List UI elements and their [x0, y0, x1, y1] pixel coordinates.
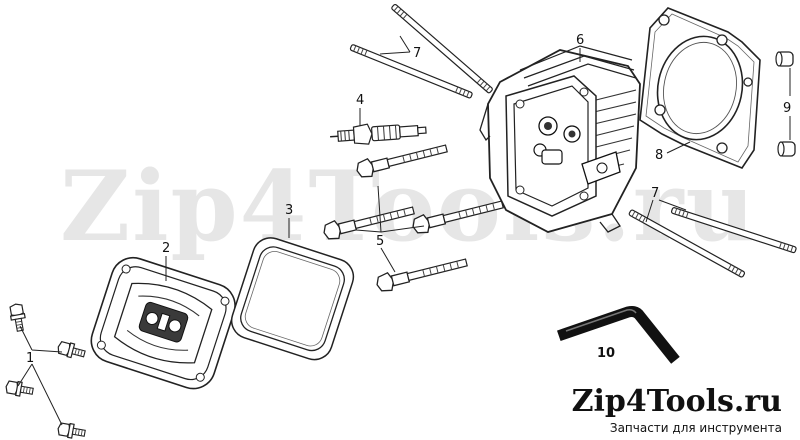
head-stud: [349, 43, 474, 100]
cover-bolt: [8, 302, 28, 333]
hex-key: [557, 306, 680, 364]
callout-3: 3: [285, 203, 293, 218]
brand-tagline: Запчасти для инструмента: [609, 421, 782, 435]
callout-5: 5: [376, 234, 384, 249]
head-bolt: [354, 139, 450, 181]
callout-8: 8: [655, 148, 663, 163]
brand-logo-text: Zip4Tools.ru: [571, 384, 782, 419]
callout-7a: 7: [413, 46, 421, 61]
leader-lines-7b: [645, 199, 687, 223]
cover-bolt: [4, 379, 35, 399]
callout-4: 4: [356, 93, 364, 108]
callout-10: 10: [597, 346, 615, 361]
callout-6: 6: [576, 33, 584, 48]
dowel-pin: [777, 141, 796, 157]
spark-plug: [330, 123, 427, 145]
watermark-text: Zip4Tools.ru: [60, 150, 758, 263]
cover-bolt: [55, 339, 87, 362]
valve-cover: [90, 256, 236, 390]
head-bolt: [410, 195, 506, 237]
cover-gasket: [230, 237, 355, 361]
callout-2: 2: [162, 241, 170, 256]
callout-9: 9: [783, 101, 791, 116]
dowel-pin: [775, 51, 794, 67]
cylinder-head: [479, 45, 641, 233]
head-bolt: [321, 201, 417, 243]
callout-7b: 7: [651, 186, 659, 201]
leader-line-8: [666, 141, 691, 154]
head-gasket: [639, 7, 761, 169]
callout-1: 1: [26, 351, 34, 366]
leader-lines-5: [355, 185, 425, 273]
head-stud: [627, 208, 746, 279]
hex-key-edge: [565, 309, 637, 332]
leader-lines-1: [17, 325, 63, 426]
leader-lines-7a: [379, 35, 411, 55]
head-bolt: [374, 253, 470, 295]
